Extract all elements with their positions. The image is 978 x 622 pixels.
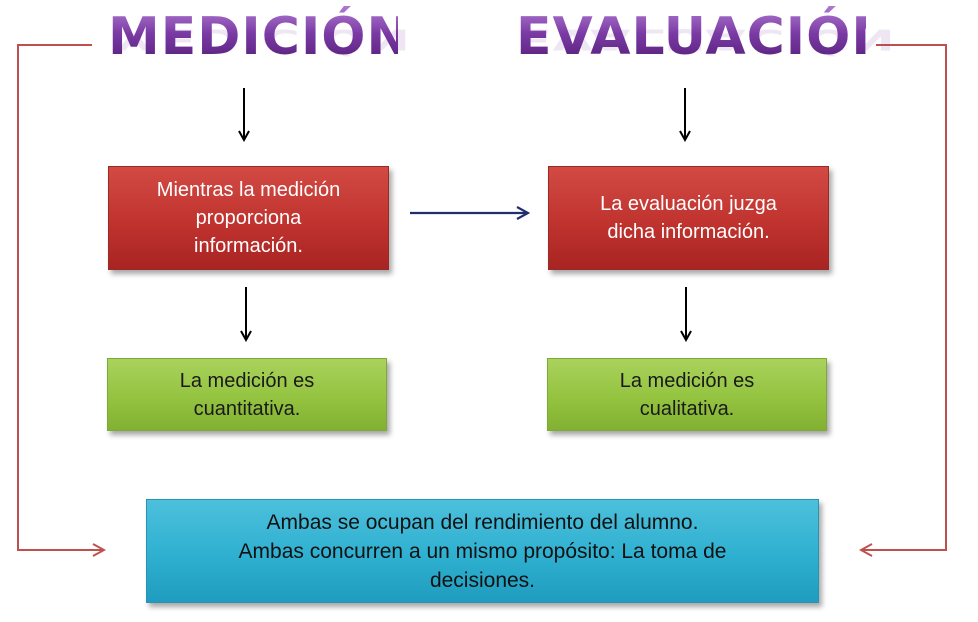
box-cualitativa-text: La medición es cualitativa. bbox=[619, 369, 755, 420]
box-evaluacion-informacion: La evaluación juzga dicha información. bbox=[548, 166, 829, 270]
bracket-left bbox=[17, 44, 104, 550]
box-ambas-text: Ambas se ocupan del rendimiento del alum… bbox=[238, 510, 727, 592]
title-evaluacion: EVALUACIÓN bbox=[516, 7, 896, 67]
box-cuantitativa-text: La medición es cuantitativa. bbox=[179, 369, 315, 420]
box-evaluacion-informacion-text: La evaluación juzga dicha información. bbox=[600, 193, 777, 243]
box-ambas: Ambas se ocupan del rendimiento del alum… bbox=[146, 499, 819, 603]
title-medicion: MEDICIÓN bbox=[108, 7, 412, 67]
box-medicion-informacion-text: Mientras la medición proporciona informa… bbox=[156, 179, 341, 257]
bracket-right bbox=[861, 44, 947, 550]
box-cualitativa: La medición es cualitativa. bbox=[547, 358, 827, 431]
box-cuantitativa: La medición es cuantitativa. bbox=[107, 358, 387, 431]
box-medicion-informacion: Mientras la medición proporciona informa… bbox=[108, 166, 389, 270]
